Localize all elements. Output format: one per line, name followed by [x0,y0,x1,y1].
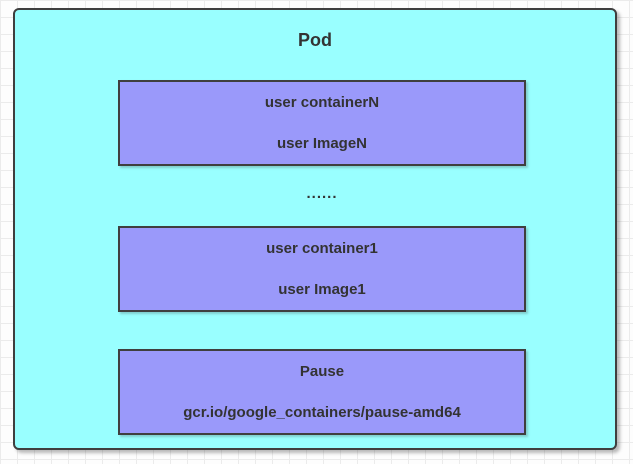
user-container-1-name: user container1 [266,240,378,257]
user-container-n-name: user containerN [264,94,380,111]
ellipsis-text: ...... [306,185,338,202]
user-container-1-box: user container1 user Image1 [118,226,526,312]
pause-container-image: gcr.io/google_containers/pause-amd64 [183,404,461,421]
user-container-1-image: user Image1 [278,281,366,298]
user-container-n-box: user containerN user ImageN [118,80,526,166]
pod-box: Pod user containerN user ImageN ...... u… [13,8,617,450]
pause-container-box: Pause gcr.io/google_containers/pause-amd… [118,349,526,435]
pod-title: Pod [298,30,332,50]
pause-container-name: Pause [299,363,345,380]
user-container-n-image: user ImageN [276,135,368,152]
